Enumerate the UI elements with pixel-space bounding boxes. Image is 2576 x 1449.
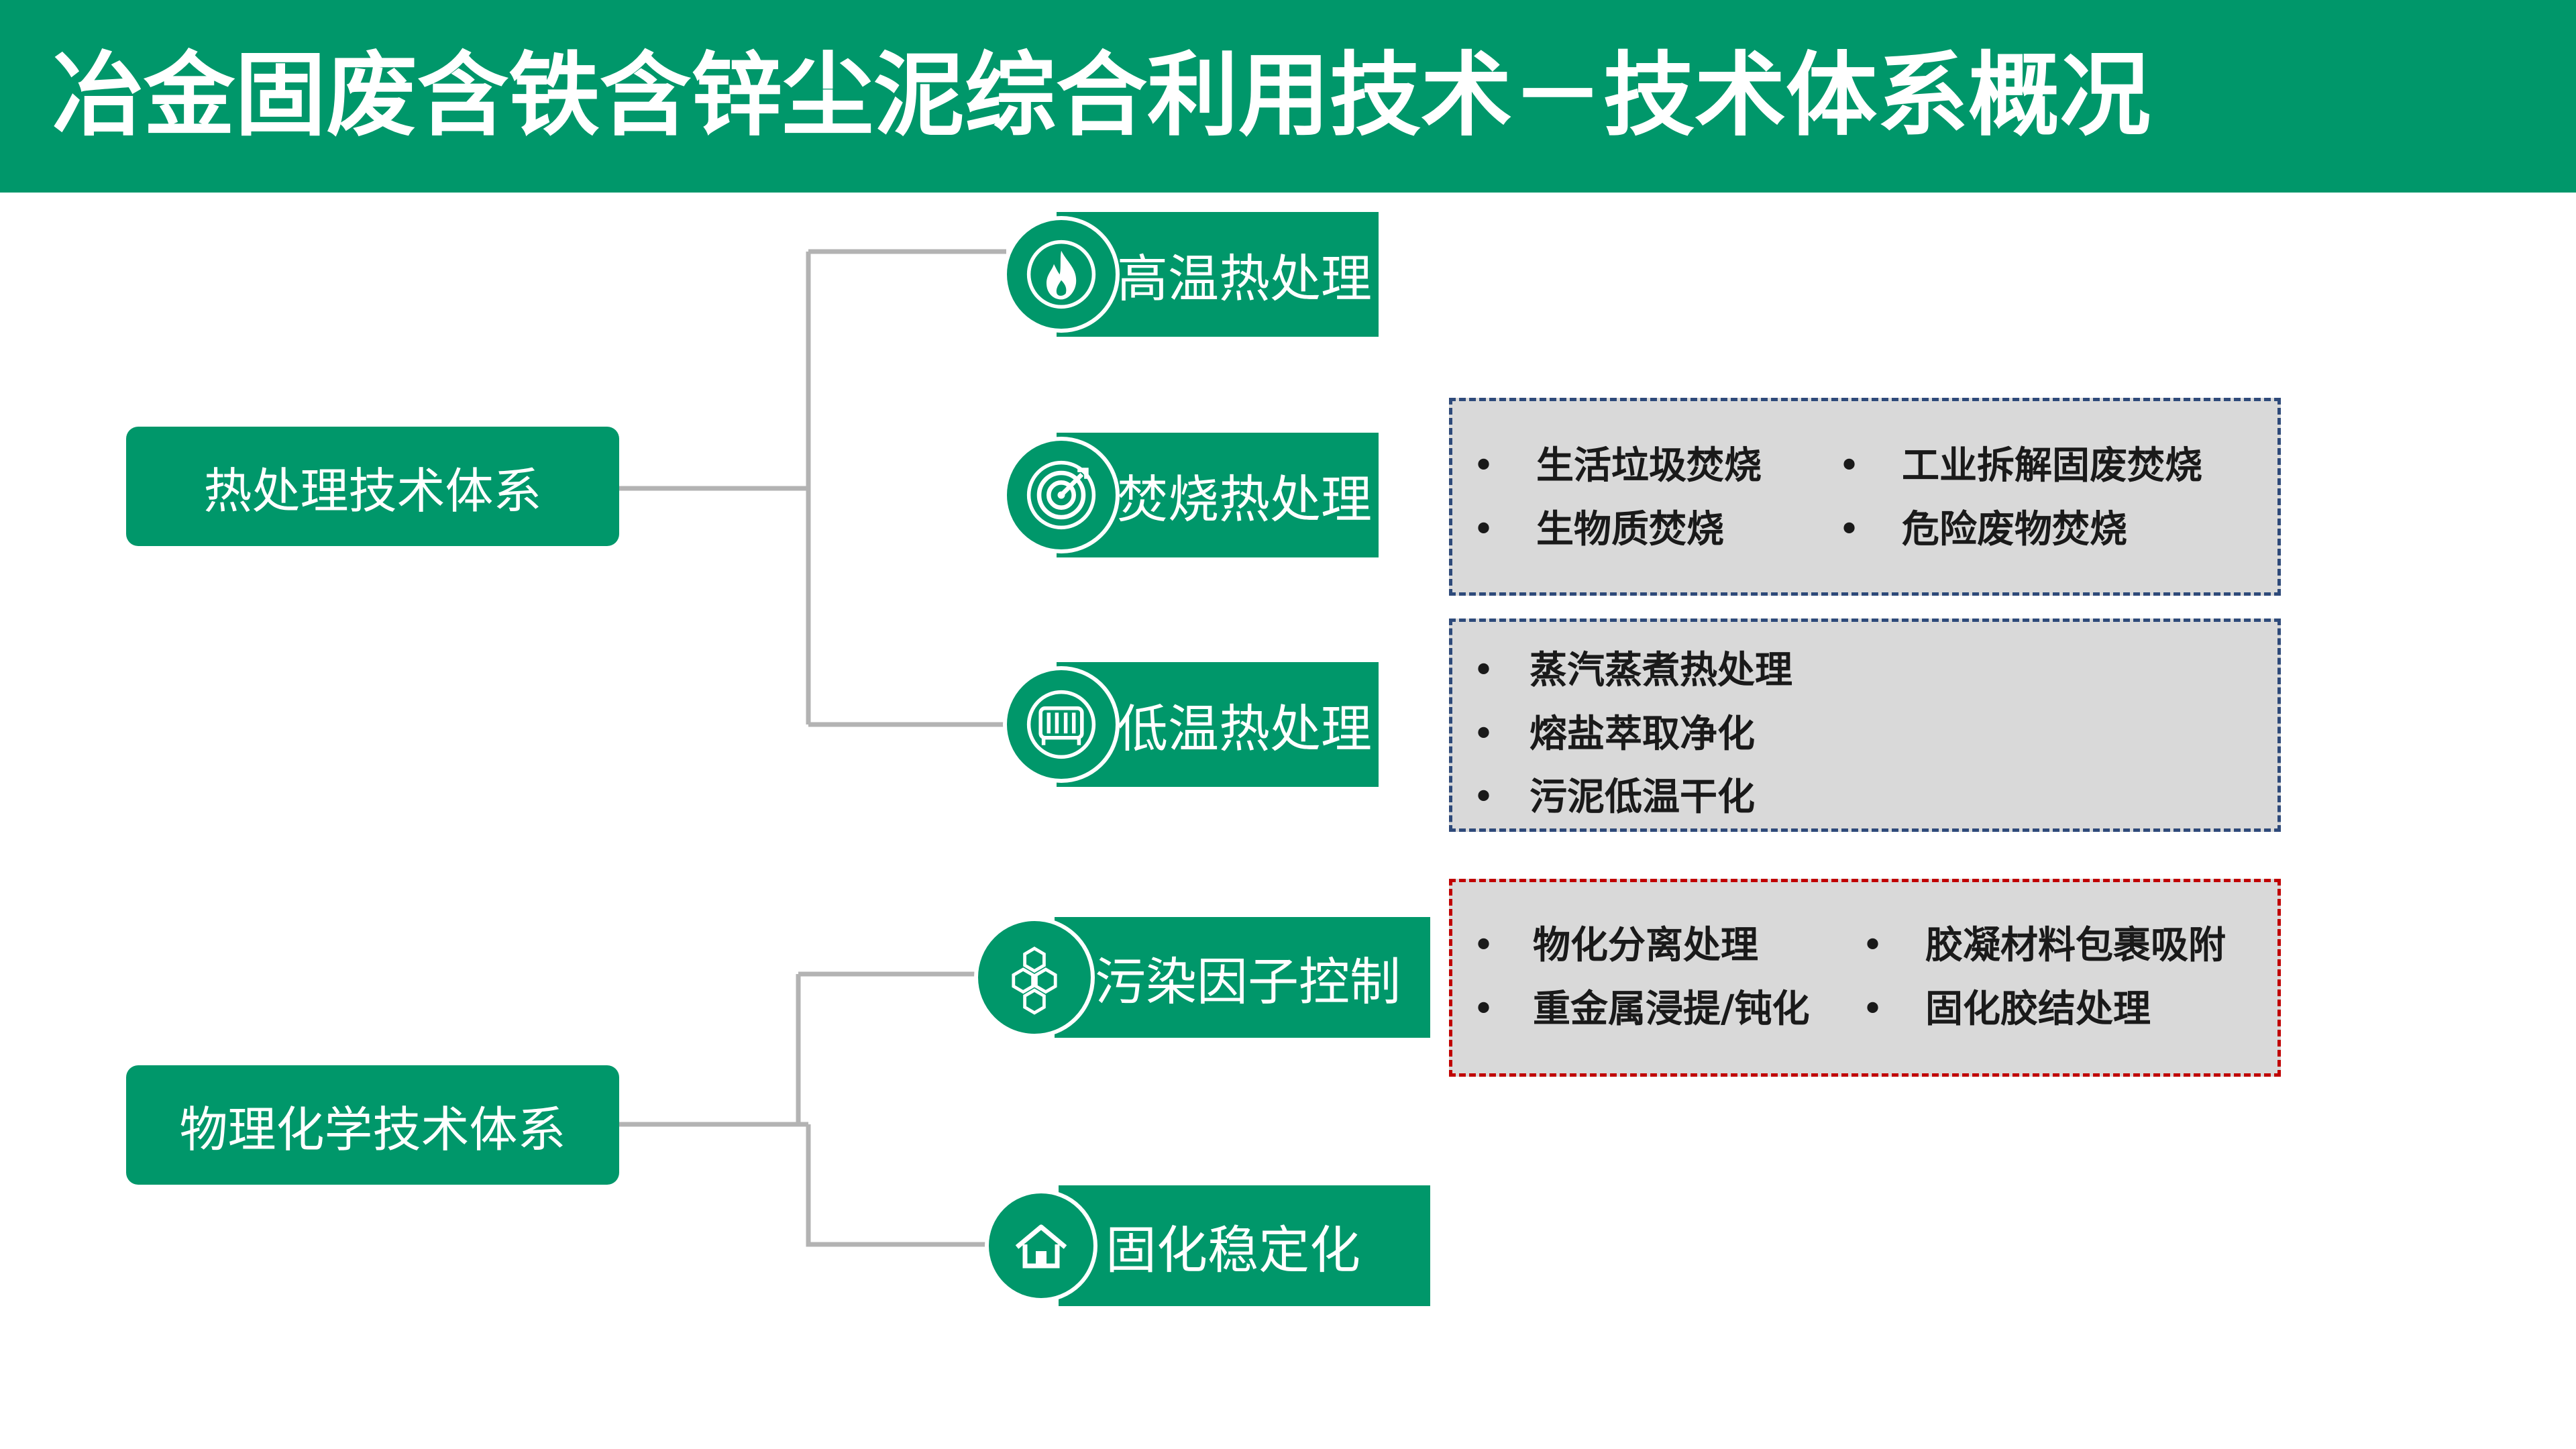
list-item: 蒸汽蒸煮热处理 [1529,649,1792,692]
hexagon-cluster-icon [974,917,1095,1038]
node-solidification: 固化稳定化 [985,1185,1430,1306]
list-item: 工业拆解固废焚烧 [1902,444,2202,488]
bullet: • [1472,987,1495,1031]
node-pollution-control: 污染因子控制 [974,917,1430,1038]
node-solidification-label: 固化稳定化 [1106,1220,1360,1280]
bullet: • [1472,649,1495,692]
list-item: 危险废物焚烧 [1902,508,2127,551]
list-item: 物化分离处理 [1533,924,1758,967]
list-item: 生物质焚烧 [1536,508,1724,551]
root-thermal-system: 热处理技术体系 [126,427,619,546]
bullet: • [1472,775,1495,819]
page-title: 冶金固废含铁含锌尘泥综合利用技术－技术体系概况 [52,43,2151,149]
bullet: • [1838,508,1861,551]
flame-icon [1003,216,1120,333]
list-item: 重金属浸提/钝化 [1533,987,1810,1031]
bullet: • [1472,444,1495,488]
target-icon [1003,437,1120,553]
list-item: 熔盐萃取净化 [1529,712,1755,756]
node-incineration: 焚烧热处理 [1003,433,1379,557]
bullet: • [1472,508,1495,551]
bullet: • [1862,987,1884,1031]
node-high-temp-label: 高温热处理 [1117,249,1372,309]
low-temp-detail-box: • 蒸汽蒸煮热处理 • 熔盐萃取净化 • 污泥低温干化 [1449,619,2281,832]
bullet: • [1472,712,1495,756]
list-item: 固化胶结处理 [1925,987,2151,1031]
root-physchem-system: 物理化学技术体系 [126,1065,619,1185]
incineration-detail-box: • 生活垃圾焚烧 • 工业拆解固废焚烧 • 生物质焚烧 • 危险废物焚烧 [1449,398,2281,596]
bullet: • [1838,444,1861,488]
list-item: 生活垃圾焚烧 [1536,444,1762,488]
node-incineration-label: 焚烧热处理 [1117,470,1372,529]
node-high-temp: 高温热处理 [1003,212,1379,337]
bullet: • [1862,924,1884,967]
node-pollution-control-label: 污染因子控制 [1095,952,1401,1012]
list-item: 污泥低温干化 [1529,775,1755,819]
connector-physchem [619,971,993,1247]
radiator-icon [1003,666,1120,783]
node-low-temp: 低温热处理 [1003,662,1379,787]
connector-thermal [619,249,1006,727]
pollution-detail-box: • 物化分离处理 • 胶凝材料包裹吸附 • 重金属浸提/钝化 • 固化胶结处理 [1449,879,2281,1077]
house-icon [985,1189,1097,1302]
root-physchem-label: 物理化学技术体系 [179,1101,566,1158]
list-item: 胶凝材料包裹吸附 [1925,924,2226,967]
title-bar: 冶金固废含铁含锌尘泥综合利用技术－技术体系概况 [0,0,2576,193]
node-low-temp-label: 低温热处理 [1117,699,1372,759]
root-thermal-label: 热处理技术体系 [203,462,542,519]
bullet: • [1472,924,1495,967]
